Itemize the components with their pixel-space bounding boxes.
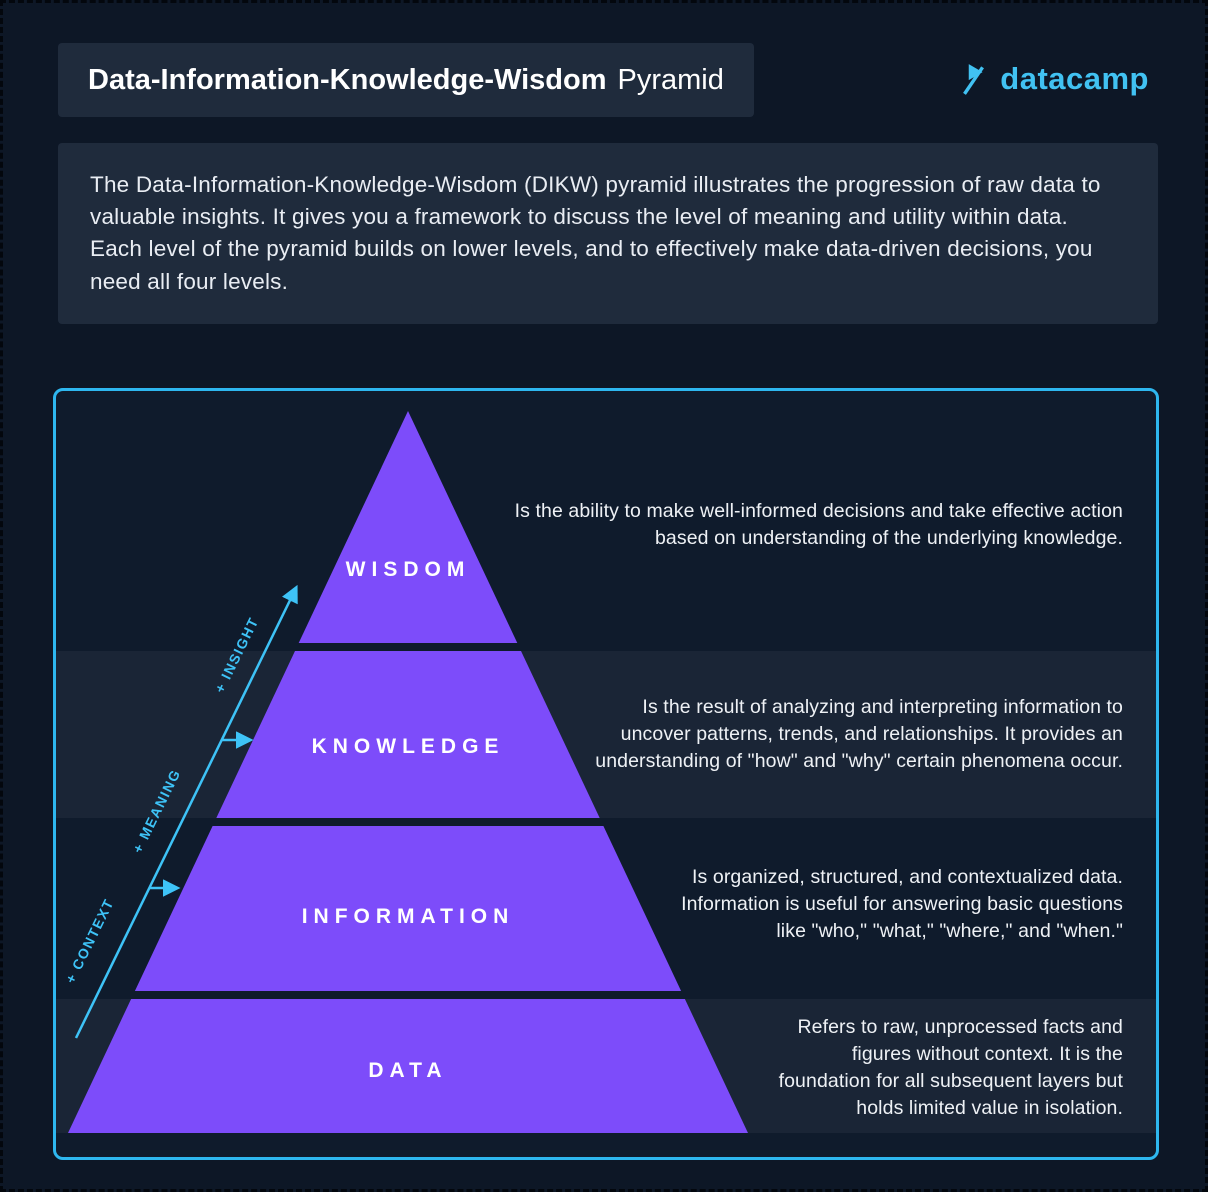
ascension-arrow-main: [74, 584, 298, 1039]
pyramid-level-information: [134, 826, 682, 991]
intro-panel: The Data-Information-Knowledge-Wisdom (D…: [58, 143, 1158, 324]
datacamp-logo-text: datacamp: [1000, 61, 1149, 96]
pyramid-level-knowledge: [216, 651, 600, 818]
arrow-label-insight: + INSIGHT: [211, 614, 261, 695]
level-label-information: INFORMATION: [302, 905, 515, 928]
level-description-information: Is organized, structured, and contextual…: [681, 866, 1123, 942]
pyramid-diagram: WISDOM KNOWLEDGE INFORMATION DATA + CONT…: [53, 388, 1159, 1160]
pyramid-graphic: WISDOM KNOWLEDGE INFORMATION DATA + CONT…: [62, 411, 748, 1133]
pyramid-level-data: [68, 999, 748, 1133]
page-title-bold: Data-Information-Knowledge-Wisdom: [88, 63, 607, 96]
level-label-wisdom: WISDOM: [346, 558, 471, 581]
level-label-knowledge: KNOWLEDGE: [312, 735, 505, 758]
level-description-wisdom: Is the ability to make well-informed dec…: [514, 500, 1123, 549]
datacamp-logo: datacamp: [956, 61, 1149, 97]
datacamp-logo-icon: [963, 64, 985, 95]
level-description-data: Refers to raw, unprocessed facts and fig…: [778, 1016, 1123, 1119]
page-title-regular: Pyramid: [617, 63, 724, 96]
level-label-data: DATA: [368, 1059, 447, 1082]
intro-text: The Data-Information-Knowledge-Wisdom (D…: [90, 172, 1101, 294]
level-description-knowledge: Is the result of analyzing and interpret…: [595, 696, 1123, 772]
title-box: Data-Information-Knowledge-Wisdom Pyrami…: [58, 43, 754, 117]
arrow-label-meaning: + MEANING: [129, 766, 184, 855]
pyramid-level-wisdom: [298, 411, 518, 643]
